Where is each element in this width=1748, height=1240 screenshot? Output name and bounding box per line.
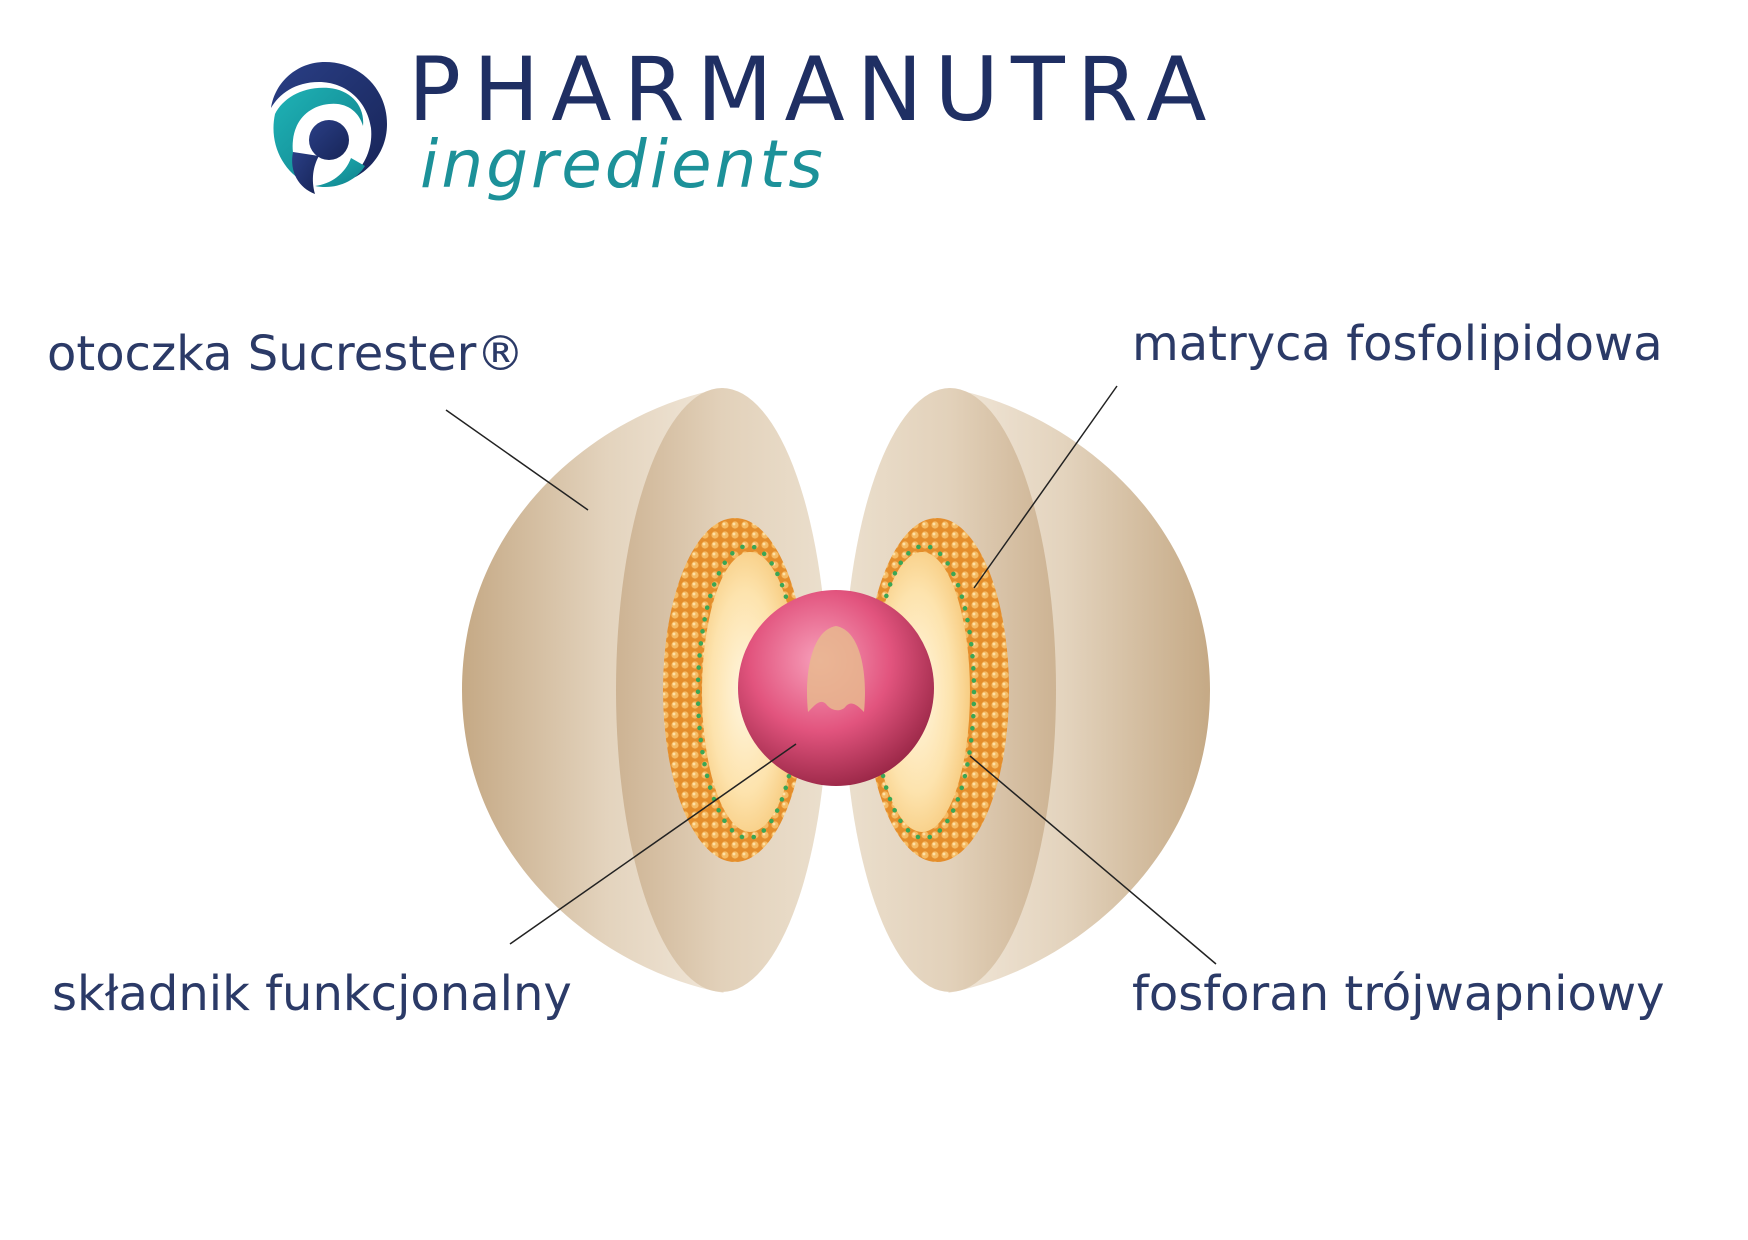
- brand-subtitle: ingredients: [420, 126, 826, 203]
- label-sucrester-shell: otoczka Sucrester®: [47, 326, 525, 382]
- label-phospholipid-matrix: matryca fosfolipidowa: [1132, 316, 1663, 372]
- outer-shell-right: [948, 388, 1210, 993]
- core-inner-pattern: [807, 626, 865, 712]
- outer-shell-left: [462, 388, 724, 993]
- label-functional-ingredient: składnik funkcjonalny: [52, 966, 572, 1022]
- leader-line-phosphate: [969, 755, 1217, 965]
- brand-header: PHARMANUTRA ingredients: [255, 46, 1495, 206]
- leader-line-shell: [445, 409, 589, 511]
- leader-line-matrix: [973, 385, 1118, 589]
- leader-line-active: [509, 743, 797, 945]
- label-tricalcium-phosphate: fosforan trójwapniowy: [1132, 966, 1665, 1022]
- brand-name: PHARMANUTRA: [408, 38, 1219, 141]
- pharmanutra-logo-icon: [271, 62, 387, 194]
